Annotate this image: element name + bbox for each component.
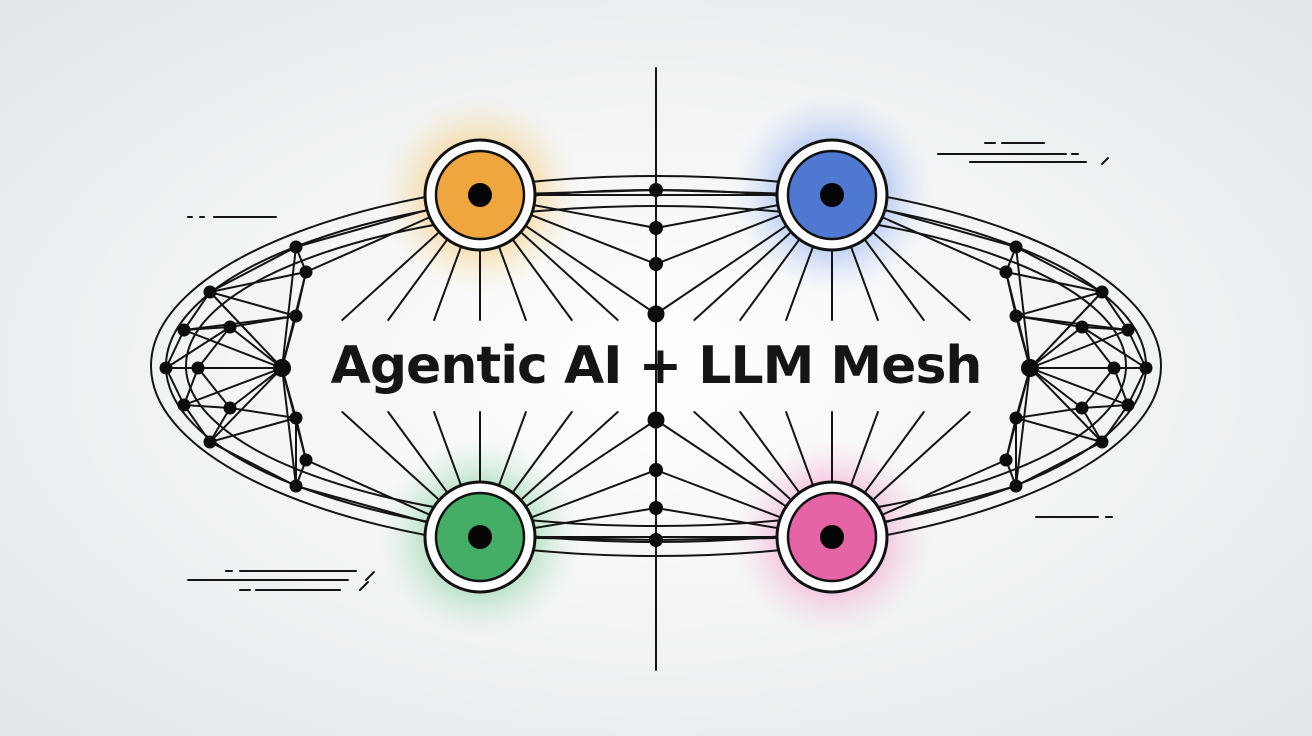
mesh-dot (289, 309, 303, 323)
diagram-title: Agentic AI + LLM Mesh (330, 336, 983, 396)
lattice-spoke (1029, 329, 1129, 369)
center-dot (649, 257, 663, 271)
lattice-link (1081, 404, 1129, 409)
lattice-link (1015, 417, 1103, 443)
lattice-spoke (183, 329, 283, 369)
agent-node-orange (423, 138, 537, 252)
lattice-link (183, 404, 231, 409)
mesh-dot (1095, 285, 1109, 299)
mesh-dot (1009, 309, 1023, 323)
lattice-spoke (1029, 367, 1129, 406)
lattice-spoke (209, 367, 283, 443)
node-center-dot (820, 183, 844, 207)
lattice-link (1081, 407, 1103, 443)
mesh-dot (177, 398, 191, 412)
mesh-dot (223, 320, 237, 334)
mesh-dot (1121, 323, 1135, 337)
lattice-link (1005, 271, 1103, 293)
lattice-spoke (1015, 246, 1031, 369)
mesh-dot (1009, 479, 1023, 493)
center-dot (649, 183, 663, 197)
lattice-spoke (1029, 367, 1083, 409)
lattice-link (1113, 367, 1129, 406)
lattice-link (209, 271, 307, 293)
lattice-link (209, 417, 297, 443)
mesh-dot (289, 240, 303, 254)
lattice-spoke (183, 367, 283, 406)
mesh-dot (1009, 240, 1023, 254)
center-dot (647, 411, 665, 429)
agent-node-blue (775, 138, 889, 252)
agent-nodes (423, 138, 889, 594)
mesh-dot (1095, 435, 1109, 449)
mesh-hub-dot (273, 359, 291, 377)
lattice-link (209, 291, 297, 317)
lattice-spoke (1029, 326, 1083, 369)
mesh-dot (1139, 361, 1153, 375)
mesh-dot (289, 479, 303, 493)
node-center-dot (468, 183, 492, 207)
lattice-link (1081, 326, 1147, 369)
mesh-dot (223, 401, 237, 415)
speed-dashes (187, 142, 1113, 591)
node-center-dot (468, 525, 492, 549)
mesh-dot (299, 453, 313, 467)
lattice-spoke (281, 246, 297, 369)
mesh-hub-dot (1021, 359, 1039, 377)
mesh-dot (1075, 320, 1089, 334)
lattice-spoke (229, 326, 283, 369)
mesh-dot (1075, 401, 1089, 415)
center-dot (647, 305, 665, 323)
mesh-dots (159, 183, 1153, 547)
mesh-dot (203, 285, 217, 299)
mesh-dot (1121, 398, 1135, 412)
lattice-spoke (1015, 367, 1031, 487)
agent-node-green (423, 480, 537, 594)
mesh-dot (191, 361, 205, 375)
mesh-dot (1009, 411, 1023, 425)
lattice-spoke (209, 291, 283, 369)
lattice-spoke (281, 367, 297, 487)
mesh-dot (1107, 361, 1121, 375)
lattice-spoke (229, 367, 283, 409)
mesh-dot (159, 361, 173, 375)
lattice-link (183, 367, 199, 406)
lattice-spoke (1029, 291, 1103, 369)
mesh-dot (999, 453, 1013, 467)
center-dot (649, 501, 663, 515)
node-center-dot (820, 525, 844, 549)
lattice-link (1015, 291, 1103, 317)
mesh-dot (289, 411, 303, 425)
mesh-dot (203, 435, 217, 449)
lattice-link (1081, 326, 1129, 331)
agent-node-pink (775, 480, 889, 594)
lattice-spoke (1029, 367, 1103, 443)
mesh-dot (177, 323, 191, 337)
mesh-dot (999, 265, 1013, 279)
lattice-link (209, 407, 231, 443)
center-dot (649, 221, 663, 235)
lattice-link (183, 326, 231, 331)
lattice-link (165, 326, 231, 369)
center-dot (649, 533, 663, 547)
mesh-dot (299, 265, 313, 279)
center-dot (649, 463, 663, 477)
